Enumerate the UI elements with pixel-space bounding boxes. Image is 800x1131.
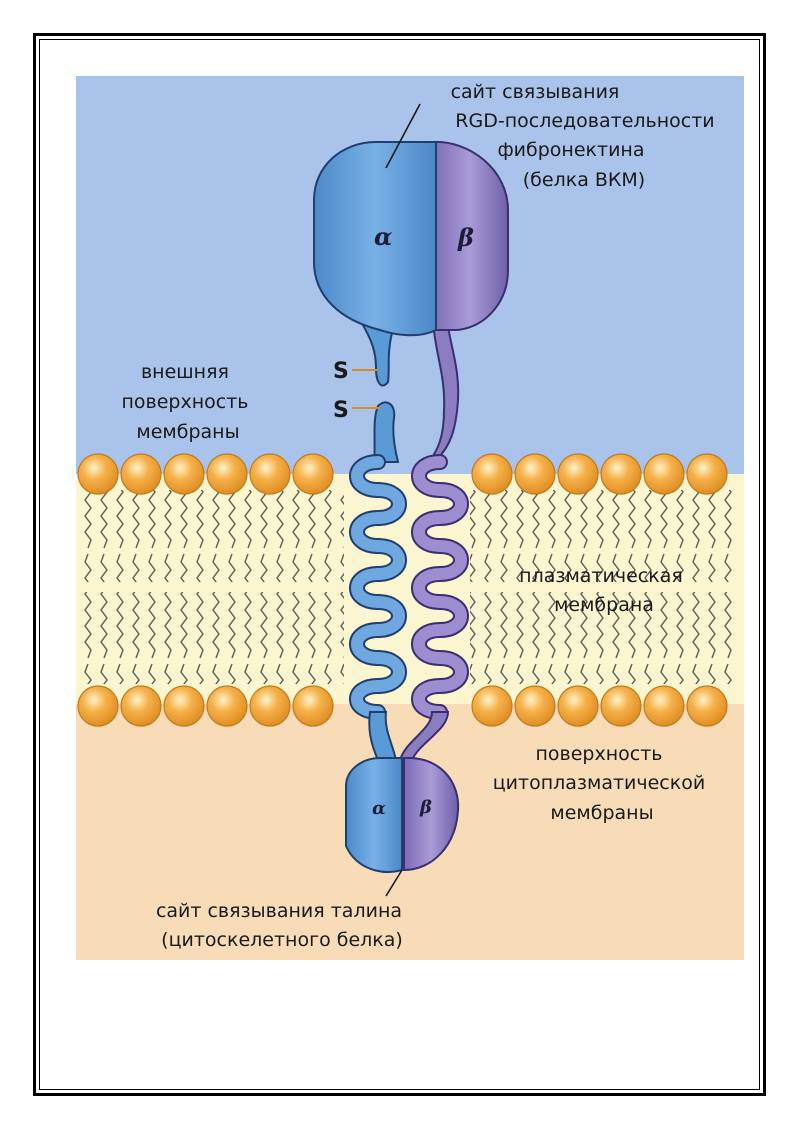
outer-surface-label: внешняя поверхность мембраны — [121, 361, 254, 443]
lipid-head — [643, 453, 685, 495]
talin-pointer-line — [385, 869, 403, 897]
lipid-head — [206, 453, 248, 495]
inner-border — [39, 39, 760, 1090]
lipid-head — [600, 685, 642, 727]
lipid-tails-upper-left — [82, 490, 344, 582]
lipid-head — [120, 685, 162, 727]
alpha-cyto-tail — [345, 757, 403, 873]
alpha-upper-stalk — [358, 318, 396, 387]
alpha-head — [313, 141, 437, 337]
lipid-head — [557, 453, 599, 495]
lipid-head — [206, 685, 248, 727]
lipid-head — [557, 685, 599, 727]
disulfide-label-1: S — [333, 359, 349, 384]
rgd-pointer-line — [385, 103, 421, 169]
lipid-head — [163, 453, 205, 495]
lipid-head — [249, 685, 291, 727]
lipid-head — [686, 685, 728, 727]
lipid-head — [77, 685, 119, 727]
lipid-tails-upper-right — [470, 490, 740, 582]
lipid-head — [643, 685, 685, 727]
rgd-site-label: сайт связывания RGD-последовательности ф… — [451, 81, 721, 191]
lipid-head — [163, 685, 205, 727]
beta-label-extracellular: β — [457, 223, 474, 252]
talin-site-label: сайт связывания талина (цитоскелетного б… — [156, 900, 408, 951]
lipid-heads-outer-leaflet — [77, 453, 728, 495]
lipid-head — [471, 453, 513, 495]
beta-label-cytoplasmic: β — [419, 797, 432, 818]
lipid-head — [471, 685, 513, 727]
alpha-label-cytoplasmic: α — [372, 798, 386, 819]
alpha-helix-fill — [351, 456, 405, 718]
lipid-head — [686, 453, 728, 495]
lipid-head — [292, 685, 334, 727]
beta-helix-fill — [413, 456, 467, 718]
alpha-lower-stalk — [372, 401, 400, 463]
lipid-head — [600, 453, 642, 495]
lipid-head — [249, 453, 291, 495]
alpha-label-extracellular: α — [374, 222, 392, 251]
lipid-head — [292, 453, 334, 495]
lipid-head — [514, 453, 556, 495]
disulfide-label-2: S — [333, 398, 349, 423]
lipid-tails-lower-left — [82, 592, 344, 684]
beta-cyto-tail — [403, 756, 460, 872]
lipid-heads-inner-leaflet — [77, 685, 728, 727]
beta-head — [431, 140, 509, 331]
cyto-surface-label: поверхность цитоплазматической мембраны — [493, 743, 712, 824]
lipid-tails-lower-right — [470, 592, 740, 684]
plasma-membrane-label: плазматическая мембрана — [519, 565, 689, 616]
lipid-head — [120, 453, 162, 495]
lipid-head — [77, 453, 119, 495]
outer-border — [33, 33, 766, 1096]
lipid-head — [514, 685, 556, 727]
